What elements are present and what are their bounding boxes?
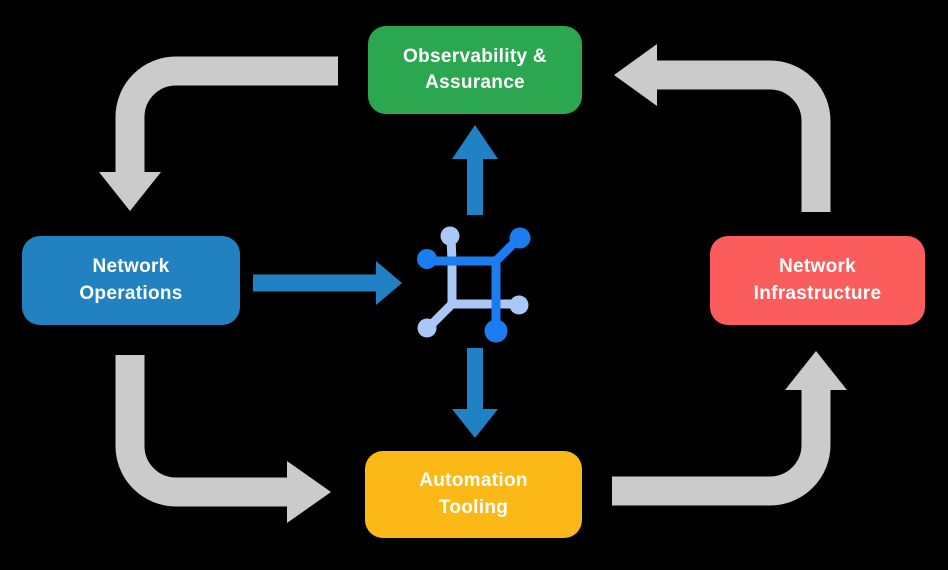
node-label-line: Tooling (438, 496, 509, 518)
flow-arrow-icon-to-automation (452, 348, 498, 438)
node-automation-tooling: Automation Tooling (365, 451, 582, 538)
node-label-line: Network (92, 256, 170, 278)
cycle-arrow-operations-to-automation (115, 355, 331, 523)
network-automation-icon (417, 226, 531, 343)
node-observability-assurance: Observability & Assurance (368, 26, 582, 114)
node-label-line: Infrastructure (753, 282, 882, 304)
cycle-arrow-infrastructure-to-observability (614, 44, 831, 212)
node-label-line: Operations (79, 282, 183, 304)
node-label-line: Assurance (425, 72, 525, 93)
flow-arrow-icon-to-observability (452, 125, 498, 215)
flow-arrow-operations-to-icon (253, 261, 402, 305)
node-network-infrastructure: Network Infrastructure (710, 236, 925, 325)
node-label-line: Observability & (403, 45, 547, 67)
cycle-arrow-observability-to-operations (99, 56, 338, 211)
node-label-line: Network (778, 256, 857, 278)
cycle-arrow-automation-to-infrastructure (612, 351, 847, 506)
node-network-operations: Network Operations (22, 236, 240, 325)
node-label-line: Automation (419, 470, 528, 492)
